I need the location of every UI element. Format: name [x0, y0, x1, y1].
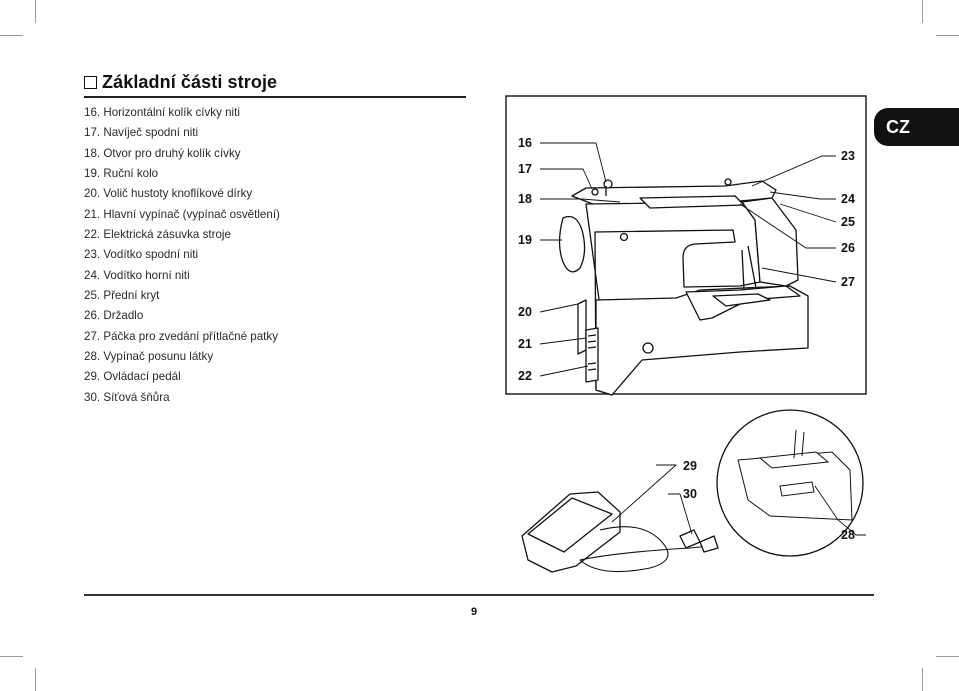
crop-mark-bottom-right-v: [922, 668, 923, 691]
detail-circle-group: [716, 409, 866, 557]
needle-plate: [712, 293, 771, 307]
callout-19: 19: [518, 233, 532, 247]
handwheel: [558, 215, 586, 273]
lower-labels: 29 30 28: [683, 459, 855, 542]
list-item: 20. Volič hustoty knoflíkové dírky: [84, 187, 253, 201]
list-item: 23. Vodítko spodní niti: [84, 248, 199, 262]
callout-18: 18: [518, 192, 532, 206]
title-underline: [84, 96, 466, 98]
checkbox-square-icon: [84, 76, 97, 89]
right-labels: 23 24 25 26 27: [841, 149, 855, 289]
machine-body: [585, 201, 761, 396]
callout-29: 29: [683, 459, 697, 473]
crop-mark-bottom-left-h: [0, 656, 23, 657]
callout-27: 27: [841, 275, 855, 289]
left-labels: 16 17 18 19 20 21 22: [518, 136, 532, 383]
callout-25: 25: [841, 215, 855, 229]
list-item: 25. Přední kryt: [84, 289, 160, 303]
left-leader-lines: [539, 142, 621, 377]
parts-list: 16. Horizontální kolík cívky niti 17. Na…: [84, 103, 280, 408]
list-item: 18. Otvor pro druhý kolík cívky: [84, 146, 241, 160]
side-panel-detail: [577, 299, 587, 355]
callout-22: 22: [518, 369, 532, 383]
crop-mark-bottom-left-v: [35, 668, 36, 691]
top-cover-panel: [639, 195, 745, 209]
callout-21: 21: [518, 337, 532, 351]
list-item: 24. Vodítko horní niti: [84, 268, 190, 282]
plug: [679, 529, 701, 549]
callout-26: 26: [841, 241, 855, 255]
figure-frame: [505, 95, 867, 395]
list-item: 22. Elektrická zásuvka stroje: [84, 228, 231, 242]
list-item: 28. Vypínač posunu látky: [84, 350, 214, 364]
callout-30: 30: [683, 487, 697, 501]
machine-head: [741, 197, 799, 287]
list-item: 26. Držadlo: [84, 309, 144, 323]
list-item: 27. Páčka pro zvedání přítlačné patky: [84, 329, 278, 343]
list-item: 21. Hlavní vypínač (vypínač osvětlení): [84, 207, 280, 221]
foot-pedal-illustration: [521, 464, 719, 573]
callout-20: 20: [518, 305, 532, 319]
language-badge: CZ: [874, 108, 959, 146]
list-item: 16. Horizontální kolík cívky niti: [84, 106, 240, 119]
crop-mark-top-right-h: [936, 35, 959, 36]
list-item: 29. Ovládací pedál: [84, 370, 181, 384]
crop-mark-top-left-h: [0, 35, 23, 36]
list-item: 17. Navíječ spodní niti: [84, 126, 199, 140]
list-item: 19. Ruční kolo: [84, 167, 159, 181]
list-item: 30. Síťová šňůra: [84, 390, 170, 404]
callout-16: 16: [518, 136, 532, 150]
footer-rule: [84, 594, 874, 596]
page-number: 9: [471, 606, 478, 618]
crop-mark-top-left-v: [35, 0, 36, 23]
pedal-top: [527, 497, 613, 553]
callout-17: 17: [518, 162, 532, 176]
callout-28: 28: [841, 528, 855, 542]
crop-mark-top-right-v: [922, 0, 923, 23]
crop-mark-bottom-right-h: [936, 656, 959, 657]
plug-two: [699, 535, 719, 553]
callout-23: 23: [841, 149, 855, 163]
detail-plate: [758, 451, 830, 469]
free-arm-platform: [685, 285, 801, 321]
power-cord: [579, 526, 711, 573]
callout-24: 24: [841, 192, 855, 206]
sewing-machine-illustration: [558, 178, 809, 396]
detail-switch: [779, 481, 815, 497]
right-leader-lines: [739, 155, 837, 283]
section-title: Základní části stroje: [84, 72, 277, 93]
section-title-text: Základní části stroje: [102, 72, 278, 92]
